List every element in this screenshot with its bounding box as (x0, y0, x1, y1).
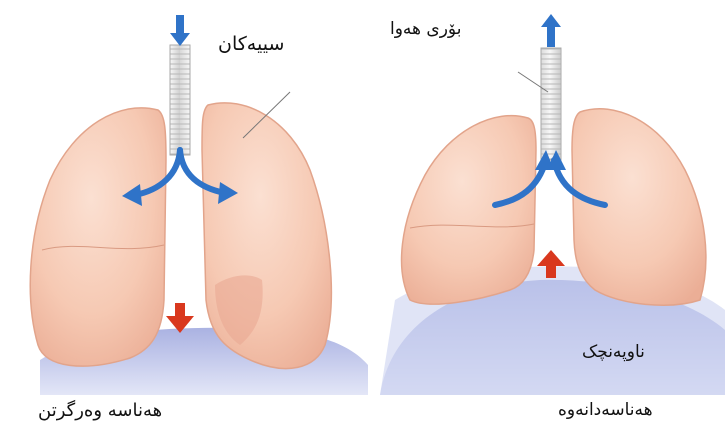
airflow-in-arrow-icon (170, 15, 190, 46)
lungs-label: سییەکان (218, 33, 284, 55)
trachea-left (170, 45, 190, 155)
inhalation-panel (30, 15, 368, 395)
lung-right-inhale-left (202, 103, 331, 369)
trachea-label: بۆری هەوا (390, 19, 461, 39)
lung-left-inhale-left (30, 108, 166, 366)
lung-left-exhale (402, 116, 536, 305)
exhalation-panel (380, 14, 725, 395)
airflow-out-arrow-icon (541, 14, 561, 47)
inhalation-label: هەناسە وەرگرتن (38, 400, 162, 421)
exhalation-label: هەناسەدانەوە (558, 400, 653, 420)
lung-right-exhale (572, 109, 706, 305)
diaphragm-label: ناوپەنچک (582, 342, 645, 362)
trachea-right (541, 48, 561, 160)
